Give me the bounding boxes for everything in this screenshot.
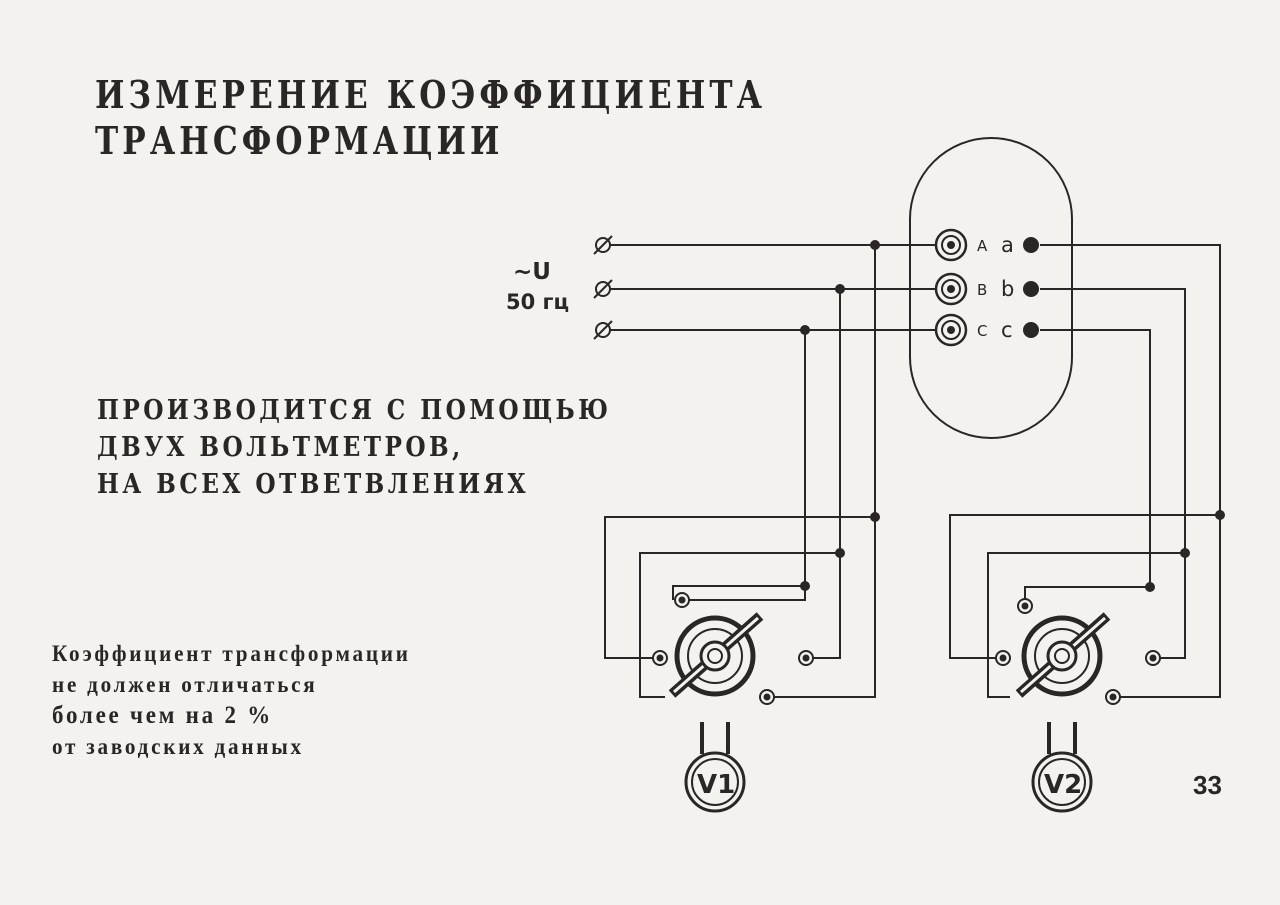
junction-dot [835, 548, 845, 558]
junction-dot [870, 240, 880, 250]
hv-tap-a [770, 245, 876, 698]
hv-tap-b [810, 289, 841, 659]
subtitle-line-2: ДВУХ ВОЛЬТМЕТРОВ, [97, 432, 464, 463]
hv-label-c: C [977, 322, 987, 340]
tolerance-note: Коэффициент трансформации не должен отли… [52, 638, 411, 762]
subtitle-line-1: ПРОИЗВОДИТСЯ С ПОМОЩЬЮ [97, 395, 612, 426]
v2-loop-outer [949, 514, 1220, 659]
junction-dot [835, 284, 845, 294]
note-line-3: более чем на 2 % [52, 702, 273, 729]
lv-label-b: b [1001, 277, 1014, 301]
hv-tap-c [682, 330, 806, 601]
hv-label-a: A [977, 237, 988, 255]
lv-line-b [1040, 288, 1186, 659]
voltmeter-v2: V2 [1031, 751, 1093, 813]
title-line-2: ТРАНСФОРМАЦИИ [95, 118, 504, 163]
note-line-1: Коэффициент трансформации [52, 641, 411, 666]
junction-dot [1180, 548, 1190, 558]
switch-v1 [668, 612, 764, 754]
hv-bushing-b [934, 272, 968, 306]
hv-label-b: B [977, 281, 987, 299]
note-line-4: от заводских данных [52, 734, 304, 759]
lv-line-a [1040, 244, 1221, 698]
junction-dot [1145, 582, 1155, 592]
v1-loop-inner [639, 552, 840, 698]
title-line-1: ИЗМЕРЕНИЕ КОЭФФИЦИЕНТА [95, 72, 767, 117]
v1-loop-outer [604, 516, 875, 659]
lv-bushing-c [1023, 322, 1039, 338]
supply-terminal-3 [593, 320, 613, 340]
supply-symbol: ~U [513, 259, 551, 285]
page-title: ИЗМЕРЕНИЕ КОЭФФИЦИЕНТА ТРАНСФОРМАЦИИ [95, 72, 766, 164]
junction-dot [870, 512, 880, 522]
junction-dot [1215, 510, 1225, 520]
junction-dot [800, 581, 810, 591]
lv-label-a: a [1001, 233, 1014, 257]
voltmeter-v1: V1 [684, 751, 746, 813]
subtitle: ПРОИЗВОДИТСЯ С ПОМОЩЬЮ ДВУХ ВОЛЬТМЕТРОВ,… [97, 392, 611, 503]
lv-line-c [1024, 329, 1151, 606]
subtitle-line-3: НА ВСЕХ ОТВЕТВЛЕНИЯХ [97, 469, 529, 500]
lv-label-c: c [1001, 318, 1013, 342]
supply-terminal-1 [593, 235, 613, 255]
voltmeter-v1-label: V1 [697, 770, 735, 800]
hv-bushing-a [934, 228, 968, 262]
page-number: 33 [1193, 770, 1222, 800]
hv-bushing-c [934, 313, 968, 347]
junction-dot [800, 325, 810, 335]
lv-bushing-b [1023, 281, 1039, 297]
lv-bushing-a [1023, 237, 1039, 253]
v2-loop-inner [987, 552, 1185, 698]
switch-v1-contacts [652, 592, 814, 705]
supply-frequency: 50 гц [506, 290, 569, 314]
voltmeter-v2-label: V2 [1044, 770, 1082, 800]
supply-terminal-2 [593, 279, 613, 299]
switch-v2 [1015, 612, 1111, 754]
note-line-2: не должен отличаться [52, 672, 318, 697]
switch-v2-contacts [995, 598, 1161, 705]
v1-loop-small [672, 585, 805, 600]
